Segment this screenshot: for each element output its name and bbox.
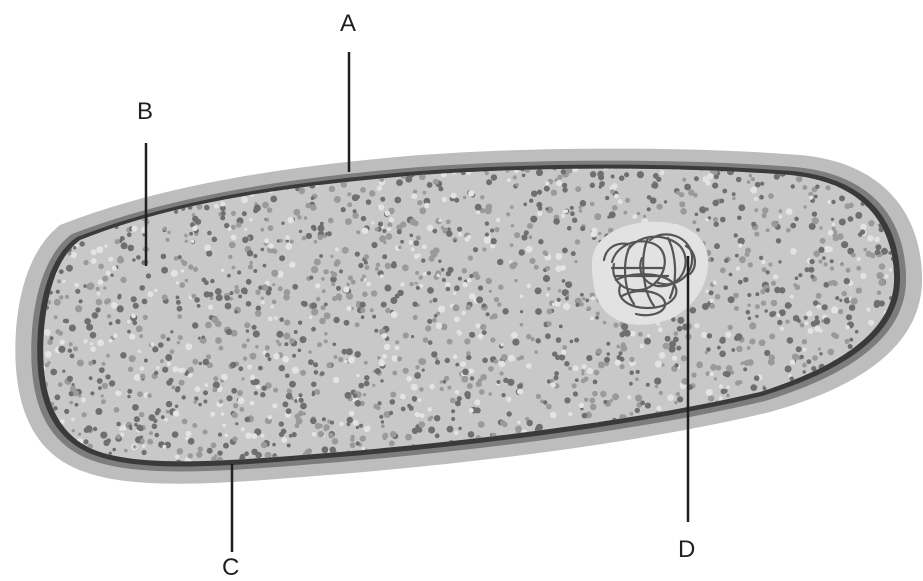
label-c: C	[222, 556, 239, 580]
label-d: D	[678, 538, 695, 562]
label-b: B	[137, 100, 153, 124]
label-a: A	[340, 12, 356, 36]
